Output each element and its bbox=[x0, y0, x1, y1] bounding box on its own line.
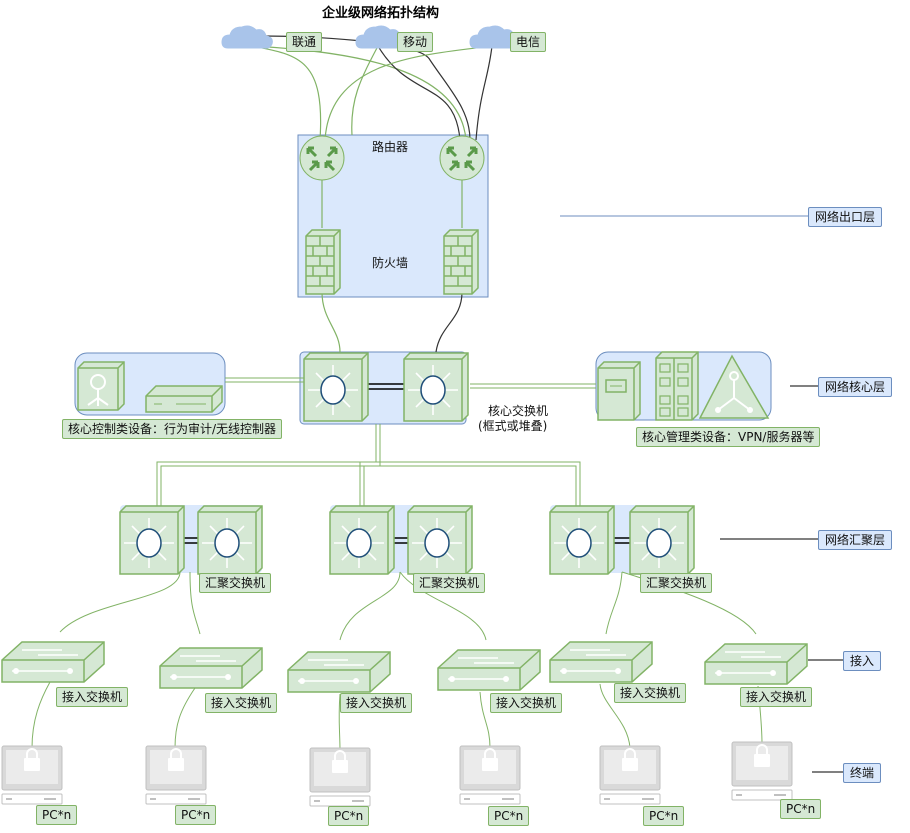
wireless-controller-icon bbox=[145, 385, 223, 413]
pc-icon bbox=[599, 745, 661, 805]
access-switch-icon bbox=[704, 643, 808, 685]
layer-indicator-lines-dark bbox=[720, 385, 843, 773]
layer-label-terminal: 终端 bbox=[843, 763, 882, 783]
fw-core-link-1 bbox=[321, 291, 341, 353]
cloud-icon bbox=[221, 25, 273, 49]
pc-label: PC*n bbox=[328, 806, 370, 826]
agg-switch-label: 汇聚交换机 bbox=[413, 573, 486, 593]
access-switch-label: 接入交换机 bbox=[205, 693, 278, 713]
network-mgmt-icon bbox=[698, 354, 770, 419]
layer-label-egress: 网络出口层 bbox=[808, 207, 883, 227]
core-switch-note: (框式或堆叠) bbox=[478, 419, 548, 433]
agg-switch-icon bbox=[119, 505, 185, 575]
agg-switch-icon bbox=[629, 505, 695, 575]
router-icon bbox=[298, 134, 346, 182]
agg-switch-label: 汇聚交换机 bbox=[640, 573, 713, 593]
pc-icon bbox=[731, 741, 793, 801]
firewall-label: 防火墙 bbox=[372, 256, 409, 270]
pc-label: PC*n bbox=[488, 806, 530, 826]
agg-switch-icon bbox=[197, 505, 263, 575]
firewall-icon bbox=[305, 229, 341, 295]
access-switch-icon bbox=[287, 651, 391, 693]
pc-icon bbox=[309, 747, 371, 807]
router-icon bbox=[438, 134, 486, 182]
firewall-icon bbox=[443, 229, 479, 295]
fw-core-link-2 bbox=[435, 291, 463, 353]
core-switch-icon bbox=[403, 352, 469, 422]
access-switch-label: 接入交换机 bbox=[490, 693, 563, 713]
core-agg-links bbox=[156, 424, 581, 508]
access-switch-label: 接入交换机 bbox=[740, 687, 813, 707]
vpn-rack-icon bbox=[655, 351, 699, 421]
access-switch-icon bbox=[1, 641, 105, 683]
access-switch-icon bbox=[437, 649, 541, 691]
isp-label-telecom: 电信 bbox=[510, 32, 547, 52]
access-switch-label: 接入交换机 bbox=[340, 693, 413, 713]
core-stack-link bbox=[366, 383, 404, 390]
access-switch-label: 接入交换机 bbox=[56, 687, 129, 707]
audit-appliance-icon bbox=[77, 361, 125, 411]
access-switch-icon bbox=[549, 641, 653, 683]
router-firewall-links bbox=[321, 178, 463, 228]
agg-stack-links bbox=[183, 537, 630, 544]
pc-label: PC*n bbox=[36, 805, 78, 825]
layer-label-aggregation: 网络汇聚层 bbox=[818, 530, 893, 550]
pc-icon bbox=[1, 745, 63, 805]
agg-switch-label: 汇聚交换机 bbox=[199, 573, 272, 593]
pc-label: PC*n bbox=[780, 799, 822, 819]
core-side-links bbox=[225, 377, 596, 389]
core-mgmt-label: 核心管理类设备：VPN/服务器等 bbox=[636, 427, 821, 447]
agg-switch-icon bbox=[407, 505, 473, 575]
layer-label-access: 接入 bbox=[843, 651, 882, 671]
core-switch-label: 核心交换机 bbox=[488, 404, 549, 418]
agg-switch-icon bbox=[329, 505, 395, 575]
pc-icon bbox=[145, 745, 207, 805]
core-control-label: 核心控制类设备：行为审计/无线控制器 bbox=[62, 419, 283, 439]
server-icon bbox=[597, 361, 641, 421]
pc-label: PC*n bbox=[643, 806, 685, 826]
isp-label-unicom: 联通 bbox=[286, 32, 323, 52]
pc-icon bbox=[459, 745, 521, 805]
access-switch-icon bbox=[159, 647, 263, 689]
router-label: 路由器 bbox=[372, 140, 409, 154]
isp-label-mobile: 移动 bbox=[397, 32, 434, 52]
pc-label: PC*n bbox=[175, 805, 217, 825]
diagram-title: 企业级网络拓扑结构 bbox=[322, 6, 440, 21]
access-switch-label: 接入交换机 bbox=[614, 683, 687, 703]
agg-switch-icon bbox=[549, 505, 615, 575]
layer-label-core: 网络核心层 bbox=[818, 377, 893, 397]
core-switch-icon bbox=[303, 352, 369, 422]
